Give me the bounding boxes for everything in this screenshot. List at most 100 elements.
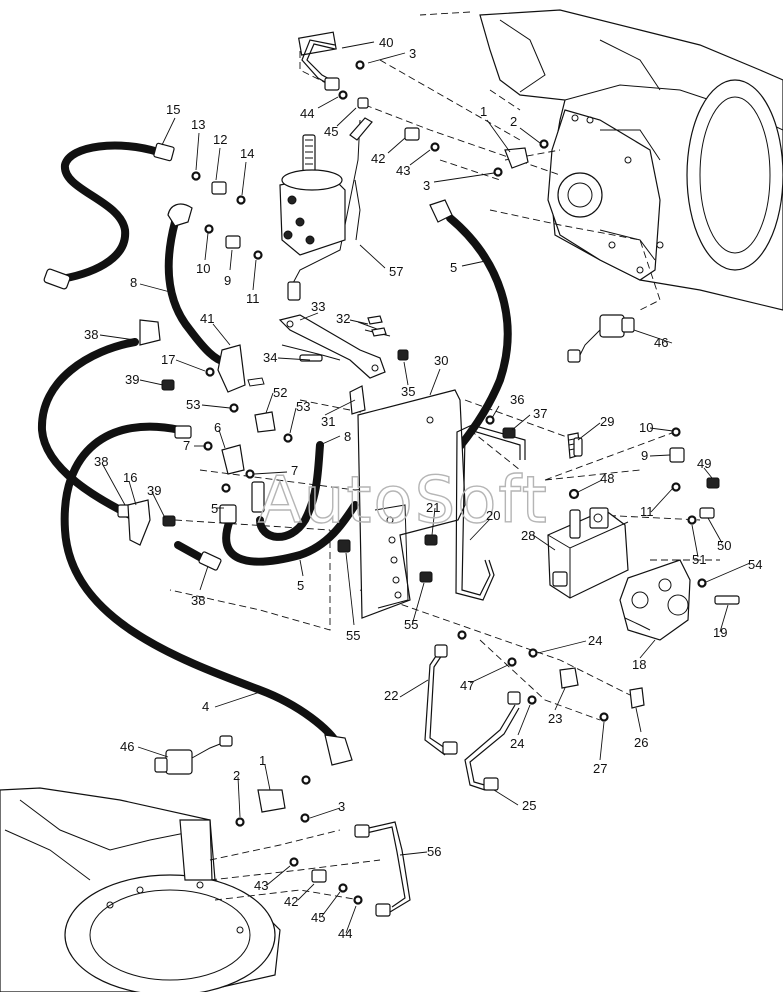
callout-label: 21 [426,500,440,515]
callout-label: 34 [263,350,277,365]
callout-label: 41 [200,311,214,326]
tube-22 [424,644,458,756]
callout-label: 43 [254,878,268,893]
callout-label: 10 [639,420,653,435]
callout-label: 39 [147,483,161,498]
callout-label: 43 [396,163,410,178]
callout-label: 17 [161,352,175,367]
callout-label: 2 [510,114,517,129]
callout-label: 20 [486,508,500,523]
callout-label: 54 [748,557,762,572]
callout-label: 3 [338,799,345,814]
callout-label: 3 [409,46,416,61]
callout-label: 10 [196,261,210,276]
callout-labels: 40 3 44 45 42 43 1 2 3 15 13 12 14 10 9 … [84,35,762,941]
lower-transmission-housing [0,787,281,992]
callout-label: 12 [213,132,227,147]
callout-label: 28 [521,528,535,543]
clamp-16 [127,499,151,546]
callout-label: 18 [632,657,646,672]
tee-fittings [221,147,645,813]
callout-label: 3 [423,178,430,193]
callout-label: 38 [84,327,98,342]
callout-label: 31 [321,414,335,429]
callout-label: 1 [480,104,487,119]
callout-label: 1 [259,753,266,768]
tube-56 [354,821,411,917]
callout-label: 27 [593,761,607,776]
callout-label: 46 [654,335,668,350]
callout-label: 29 [600,414,614,429]
callout-label: 45 [311,910,325,925]
callout-label: 42 [284,894,298,909]
callout-label: 38 [94,454,108,469]
callout-label: 50 [717,538,731,553]
callout-label: 35 [401,384,415,399]
callout-label: 53 [186,397,200,412]
callout-label: 25 [522,798,536,813]
small-hardware [161,60,720,905]
callout-label: 7 [183,438,190,453]
callout-label: 46 [120,739,134,754]
callout-label: 8 [344,429,351,444]
callout-label: 44 [300,106,314,121]
hose-5-lower [222,501,359,566]
callout-label: 38 [191,593,205,608]
callout-label: 9 [641,448,648,463]
callout-label: 15 [166,102,180,117]
callout-label: 7 [291,463,298,478]
callout-label: 5 [211,501,218,516]
clamp-41 [217,344,265,393]
callout-label: 22 [384,688,398,703]
callout-label: 23 [548,711,562,726]
fittings [43,31,453,766]
hose-8-mid [256,441,324,541]
upper-transmission-housing [419,9,783,311]
callout-label: 24 [588,633,602,648]
callout-label: 4 [202,699,209,714]
callout-label: 39 [125,372,139,387]
callout-label: 56 [427,844,441,859]
callout-label: 36 [510,392,524,407]
linkage-33 [278,314,391,379]
callout-label: 24 [510,736,524,751]
callout-label: 6 [214,420,221,435]
callout-label: 57 [389,264,403,279]
callout-label: 53 [296,399,310,414]
callout-label: 52 [273,385,287,400]
callout-label: 11 [640,504,654,519]
callout-label: 13 [191,117,205,132]
mounting-plate-30 [337,385,466,619]
tube-25 [464,691,521,791]
hose-15 [51,141,162,284]
control-valve-body [279,134,346,256]
pressure-switch-46-upper [567,314,635,363]
callout-label: 48 [600,471,614,486]
callout-label: 55 [404,617,418,632]
callout-label: 49 [697,456,711,471]
callout-label: 30 [434,353,448,368]
callout-label: 19 [713,625,727,640]
callout-label: 40 [379,35,393,50]
callout-label: 42 [371,151,385,166]
callout-label: 45 [324,124,338,139]
assembly-reference-lines [169,40,720,901]
callout-label: 14 [240,146,254,161]
valve-18 [619,559,740,641]
hose-8-upper [164,218,229,366]
callout-label: 11 [246,291,260,306]
leader-lines [99,41,751,934]
hose-4 [60,422,342,749]
callout-label: 5 [450,260,457,275]
callout-label: 33 [311,299,325,314]
valve-28 [547,432,629,599]
callout-label: 32 [336,311,350,326]
callout-label: 2 [233,768,240,783]
callout-label: 37 [533,406,547,421]
callout-label: 5 [297,578,304,593]
callout-label: 16 [123,470,137,485]
callout-label: 47 [460,678,474,693]
callout-label: 55 [346,628,360,643]
callout-label: 9 [224,273,231,288]
